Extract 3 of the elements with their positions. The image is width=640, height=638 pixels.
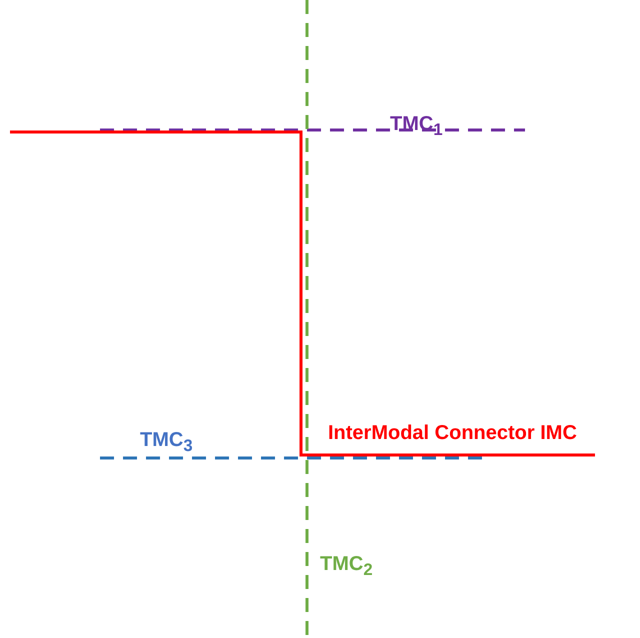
line-label: InterModal Connector IMC xyxy=(328,421,577,445)
line-label: TMC$_{2}$ xyxy=(320,552,373,581)
line-label: TMC$_{3}$ xyxy=(140,428,193,457)
